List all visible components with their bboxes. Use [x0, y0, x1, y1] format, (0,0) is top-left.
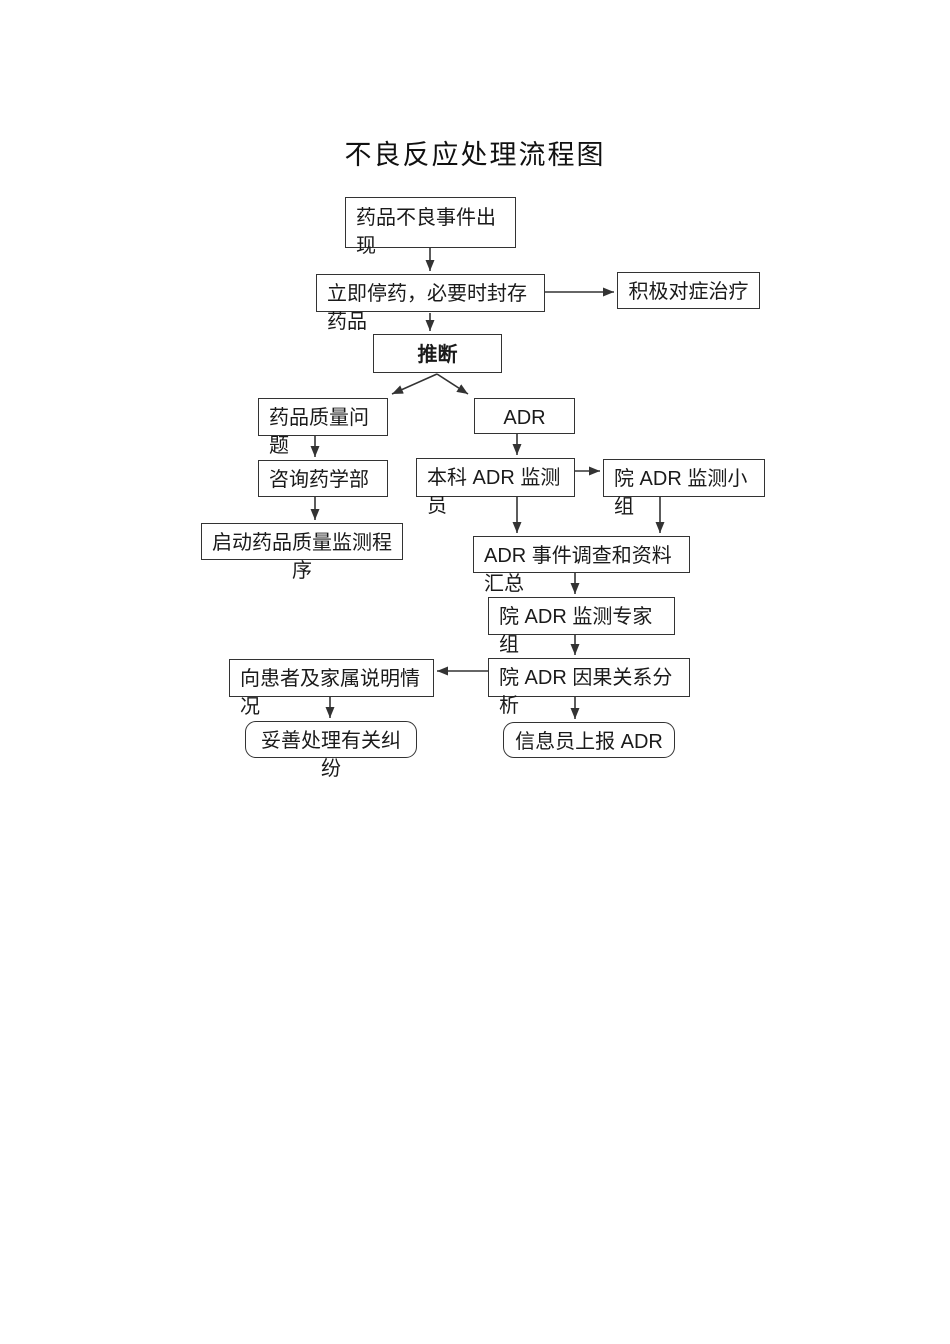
- node-settle-disputes: 妥善处理有关纠 纷: [245, 721, 417, 780]
- node-hospital-adr-group: 院 ADR 监测小 组: [603, 459, 765, 518]
- node-dept-adr-monitor: 本科 ADR 监测 员: [416, 458, 575, 517]
- node-inform-patient-family: 向患者及家属说明情 况: [229, 659, 434, 718]
- node-symptomatic-treatment: 积极对症治疗: [617, 272, 760, 309]
- node-adverse-event: 药品不良事件出 现: [345, 197, 516, 257]
- node-adr-expert-group: 院 ADR 监测专家 组: [488, 597, 675, 656]
- diagram-title: 不良反应处理流程图: [344, 140, 606, 170]
- arrow-infer-to-adr: [436, 373, 469, 395]
- node-adr: ADR: [474, 398, 575, 434]
- arrow-infer-to-quality: [391, 373, 438, 395]
- node-drug-quality-problem: 药品质量问 题: [258, 398, 388, 457]
- node-launch-quality-monitoring: 启动药品质量监测程 序: [201, 523, 403, 582]
- node-report-adr: 信息员上报 ADR: [503, 722, 675, 758]
- node-causality-analysis: 院 ADR 因果关系分 析: [488, 658, 690, 717]
- node-inference: 推断: [373, 334, 502, 373]
- node-stop-medication: 立即停药，必要时封存 药品: [316, 274, 545, 333]
- node-adr-investigation: ADR 事件调查和资料 汇总: [473, 536, 690, 595]
- node-consult-pharmacy: 咨询药学部: [258, 460, 388, 497]
